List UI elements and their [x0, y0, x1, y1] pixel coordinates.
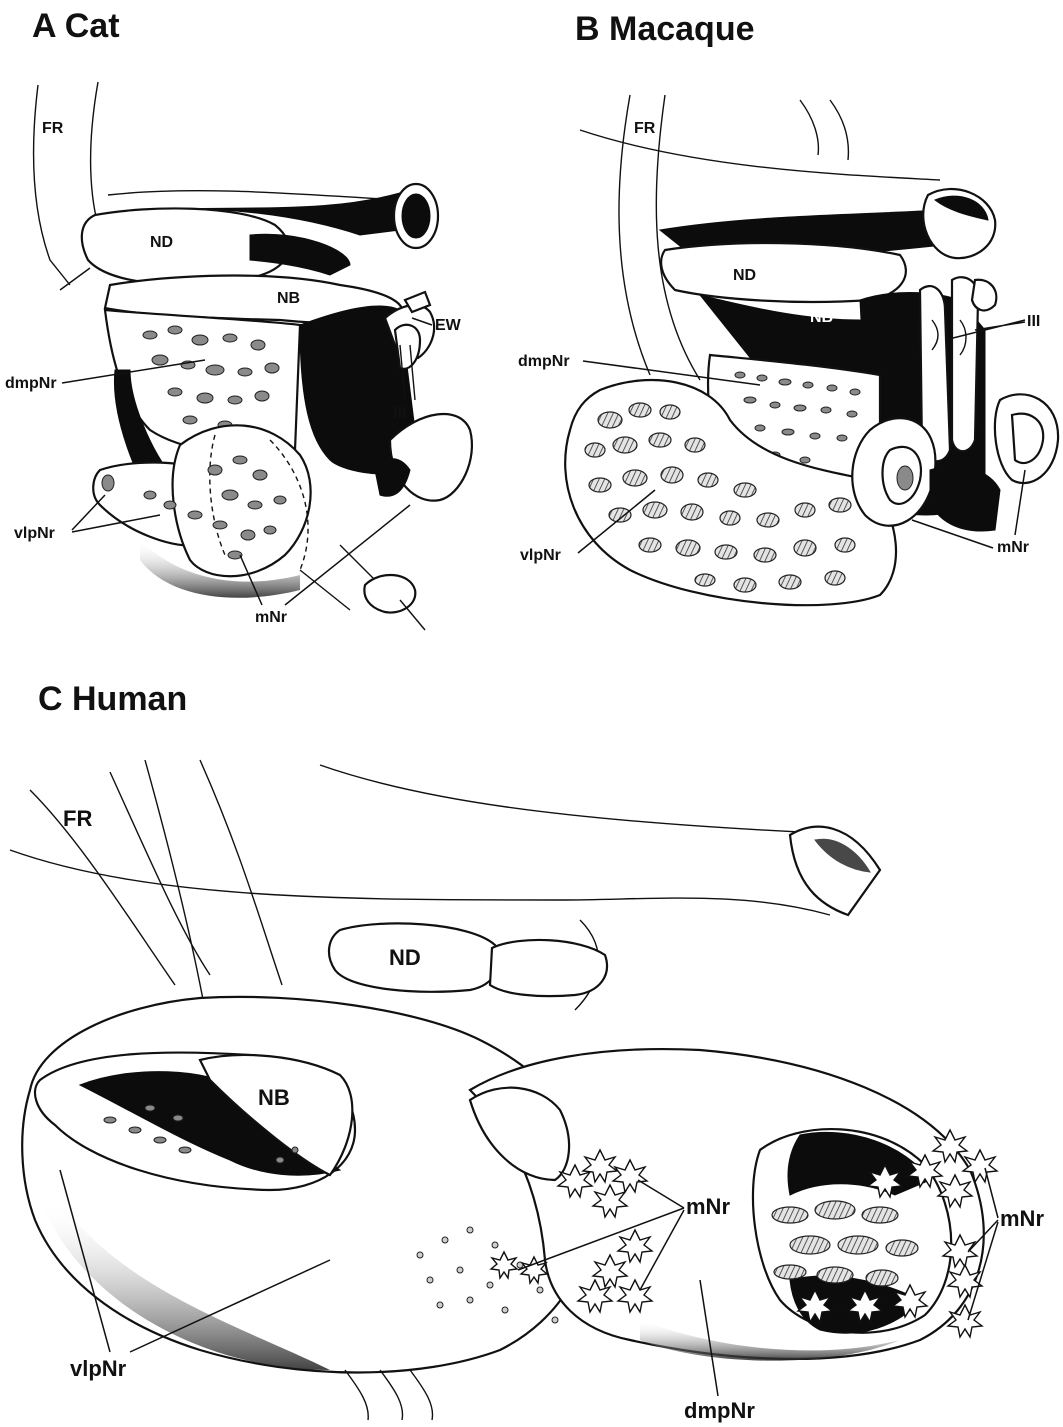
- panel-b-nd: ND: [661, 243, 906, 302]
- panel-a-label-ew: EW: [435, 317, 462, 334]
- panel-c-title: C Human: [38, 680, 187, 718]
- panel-a-label-dmpnr: dmpNr: [5, 375, 57, 392]
- panel-c-fr-bundle: [30, 760, 282, 1010]
- panel-c-label-mnr-right: mNr: [1000, 1206, 1044, 1231]
- panel-c-label-vlpnr: vlpNr: [70, 1356, 127, 1381]
- panel-a-label-vlpnr: vlpNr: [14, 525, 55, 542]
- panel-a-title: A Cat: [32, 7, 120, 45]
- panel-b-label-mnr: mNr: [997, 539, 1029, 556]
- panel-b-title: B Macaque: [575, 10, 755, 48]
- panel-b-label-fr: FR: [634, 120, 656, 137]
- panel-a-cat: A Cat ND NB: [5, 7, 472, 630]
- panel-b-label-dmpnr: dmpNr: [518, 353, 570, 370]
- panel-b-label-nd: ND: [733, 267, 756, 284]
- panel-b-macaque: B Macaque ND NB: [518, 10, 1058, 605]
- panel-a-label-fr: FR: [42, 120, 64, 137]
- panel-b-label-vlpnr: vlpNr: [520, 547, 561, 564]
- panel-c-label-nd: ND: [389, 945, 421, 970]
- panel-c-label-dmpnr: dmpNr: [684, 1398, 755, 1423]
- panel-c-human: C Human ND NB: [10, 680, 1044, 1423]
- panel-c-label-fr: FR: [63, 806, 92, 831]
- panel-b-label-iii: III: [1027, 313, 1040, 330]
- panel-a-label-nb: NB: [277, 290, 300, 307]
- panel-a-label-iii: III: [393, 405, 406, 422]
- panel-c-lower-fibers: [345, 1370, 433, 1420]
- panel-c-label-nb: NB: [258, 1085, 290, 1110]
- panel-a-label-nd: ND: [150, 234, 173, 251]
- panel-a-cut-tract-bottom: [300, 545, 425, 630]
- panel-c-nd: ND: [329, 923, 607, 996]
- panel-b-label-nb: NB: [810, 309, 833, 326]
- panel-c-label-mnr-left: mNr: [686, 1194, 730, 1219]
- panel-c-vlpnr-mass: NB: [22, 997, 591, 1373]
- panel-a-label-mnr: mNr: [255, 609, 287, 626]
